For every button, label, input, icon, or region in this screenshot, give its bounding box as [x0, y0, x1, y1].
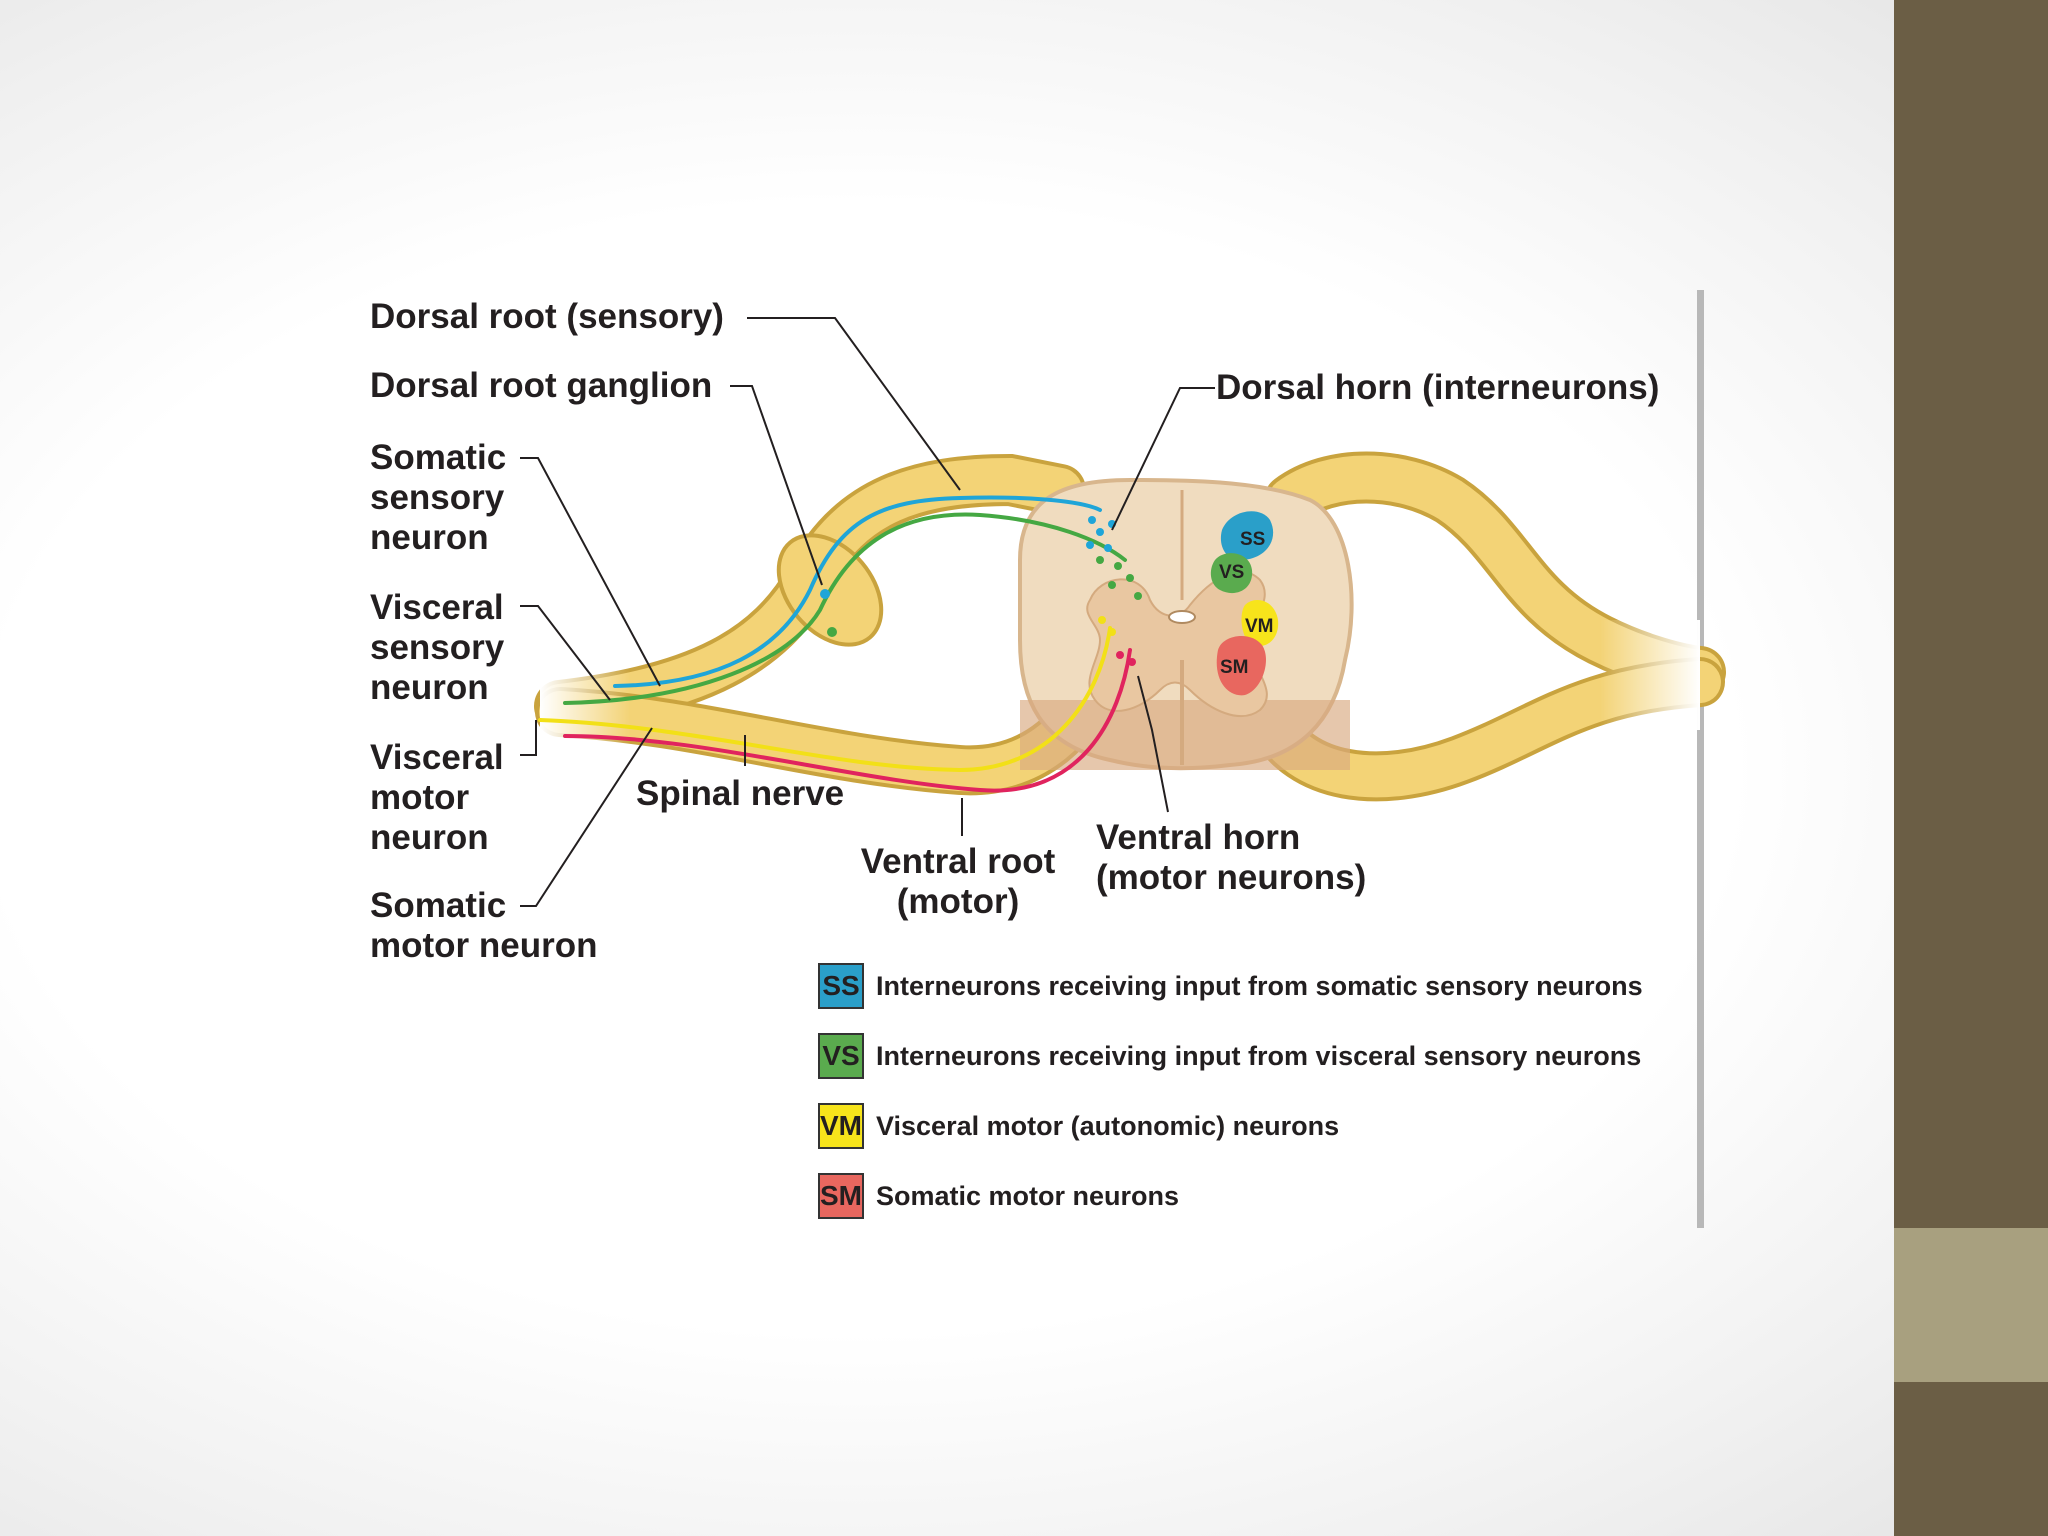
legend-text-vm: Visceral motor (autonomic) neurons	[876, 1110, 1340, 1141]
label-ventral-horn: Ventral horn (motor neurons)	[1096, 818, 1367, 897]
zone-vm-label: VM	[1245, 616, 1274, 637]
central-canal	[1168, 610, 1196, 624]
slide-sidebar-bottom	[1894, 1382, 2048, 1536]
label-spinal-nerve: Spinal nerve	[636, 774, 845, 813]
legend-text-sm: Somatic motor neurons	[876, 1180, 1180, 1211]
legend-swatch-vm: VM	[818, 1103, 864, 1149]
zone-ss-label: SS	[1240, 529, 1265, 550]
leader-lines	[520, 317, 1215, 907]
label-somatic-motor-neuron: Somatic motor neuron	[370, 886, 598, 965]
label-ventral-root: Ventral root (motor)	[860, 842, 1056, 921]
slide-sidebar-accent	[1894, 1228, 2048, 1382]
visceral-motor-fiber	[538, 626, 1112, 773]
somatic-sensory-fiber	[613, 495, 1102, 688]
legend-swatch-vs: VS	[818, 1033, 864, 1079]
zone-vs	[1210, 553, 1253, 594]
somatic-motor-fiber	[563, 648, 1132, 793]
zone-sm	[1216, 635, 1266, 696]
visceral-sensory-fiber	[563, 512, 1127, 705]
zone-sm-label: SM	[1220, 657, 1249, 678]
label-dorsal-root: Dorsal root (sensory)	[370, 297, 724, 336]
neuron-fibers	[538, 495, 1132, 793]
zone-vs-label: VS	[1219, 562, 1244, 583]
label-dorsal-root-ganglion: Dorsal root ganglion	[370, 366, 713, 405]
legend-item-vs: VS Interneurons receiving input from vis…	[818, 1030, 1641, 1082]
legend-swatch-ss: SS	[818, 963, 864, 1009]
legend-swatch-sm: SM	[818, 1173, 864, 1219]
label-visceral-motor-neuron: Visceral motor neuron	[370, 738, 504, 857]
legend-text-vs: Interneurons receiving input from viscer…	[876, 1040, 1642, 1071]
label-visceral-sensory-neuron: Visceral sensory neuron	[370, 588, 505, 707]
zone-vm	[1241, 600, 1279, 647]
label-somatic-sensory-neuron: Somatic sensory neuron	[370, 438, 507, 557]
zone-ss	[1220, 511, 1274, 560]
legend-text-ss: Interneurons receiving input from somati…	[876, 970, 1643, 1001]
slide-sidebar-top	[1894, 0, 2048, 1228]
label-dorsal-horn: Dorsal horn (interneurons)	[1216, 368, 1660, 407]
legend-item-sm: SM Somatic motor neurons	[818, 1170, 1179, 1222]
legend-item-vm: VM Visceral motor (autonomic) neurons	[818, 1100, 1339, 1152]
spinal-cord-section: SS VS VM SM	[1018, 477, 1354, 771]
figure-border-line	[1697, 290, 1704, 1228]
legend-item-ss: SS Interneurons receiving input from som…	[818, 960, 1643, 1012]
